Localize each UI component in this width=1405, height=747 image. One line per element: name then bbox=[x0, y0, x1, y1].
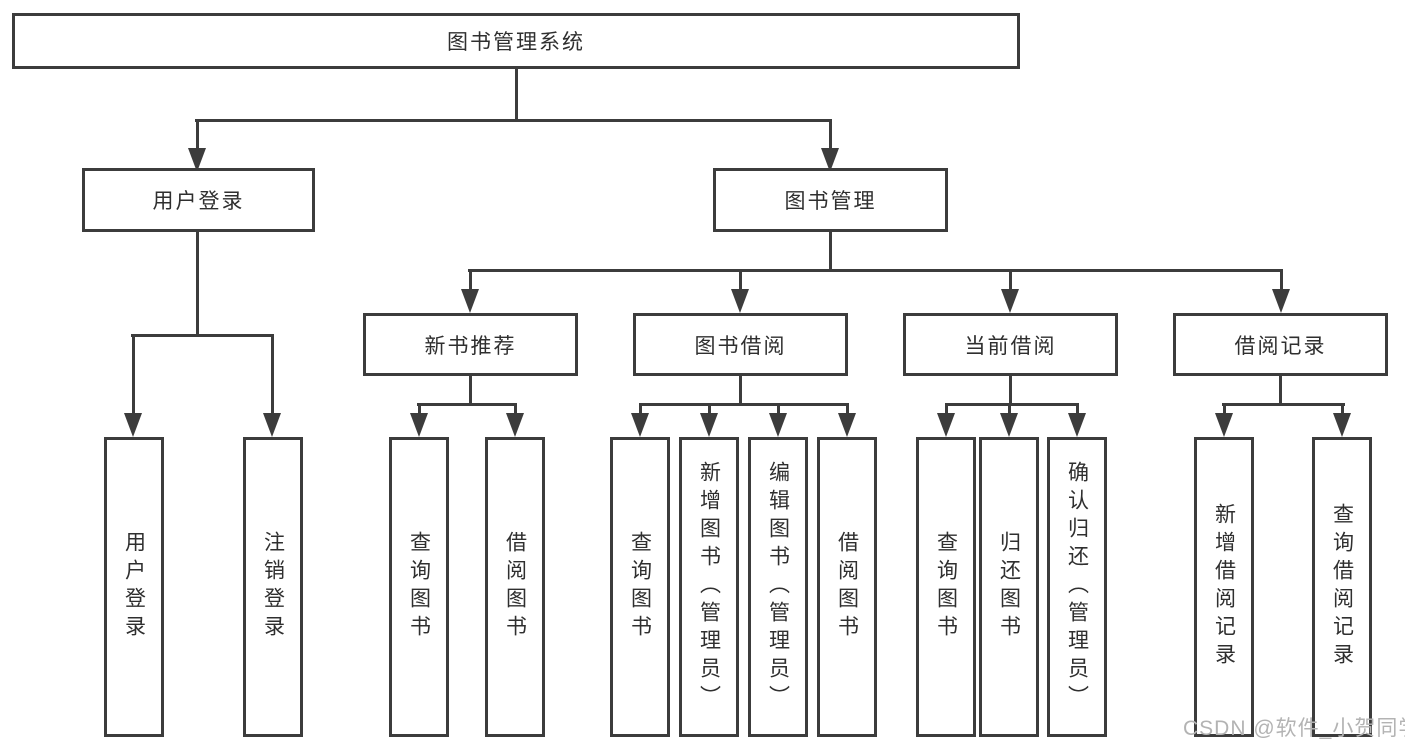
leaf-borrow-books: 借阅图书 bbox=[817, 437, 877, 737]
leaf-query-books-recommend: 查询图书 bbox=[389, 437, 449, 737]
connector-line bbox=[469, 270, 472, 291]
leaf-return-book: 归还图书 bbox=[979, 437, 1039, 737]
arrow-down-icon bbox=[838, 413, 856, 437]
arrow-down-icon bbox=[188, 148, 206, 172]
arrow-down-icon bbox=[1000, 413, 1018, 437]
leaf-label: 编辑图书（管理员） bbox=[766, 461, 790, 713]
connector-line bbox=[468, 269, 1283, 272]
connector-line bbox=[1009, 376, 1012, 406]
node-book-management: 图书管理 bbox=[713, 168, 948, 232]
connector-line bbox=[945, 404, 948, 415]
arrow-down-icon bbox=[124, 413, 142, 437]
watermark: CSDN @软件_小贺同学 bbox=[1183, 717, 1405, 740]
leaf-label: 查询图书 bbox=[934, 531, 958, 643]
arrow-down-icon bbox=[631, 413, 649, 437]
connector-line bbox=[1341, 404, 1344, 415]
connector-line bbox=[945, 403, 1079, 406]
arrow-down-icon bbox=[461, 289, 479, 313]
connector-line bbox=[469, 376, 472, 406]
leaf-confirm-return-admin: 确认归还（管理员） bbox=[1047, 437, 1107, 737]
leaf-label: 确认归还（管理员） bbox=[1065, 461, 1089, 713]
connector-line bbox=[1076, 404, 1079, 415]
node-borrowing-records-label: 借阅记录 bbox=[1234, 334, 1327, 358]
connector-line bbox=[846, 404, 849, 415]
connector-line bbox=[639, 404, 642, 415]
arrow-down-icon bbox=[1068, 413, 1086, 437]
connector-line bbox=[639, 403, 849, 406]
node-user-login-label: 用户登录 bbox=[152, 190, 245, 213]
leaf-label: 查询借阅记录 bbox=[1330, 503, 1354, 671]
leaf-label: 归还图书 bbox=[997, 531, 1021, 643]
arrow-down-icon bbox=[731, 289, 749, 313]
leaf-label: 借阅图书 bbox=[835, 531, 859, 643]
leaf-logout-label: 注销登录 bbox=[261, 531, 285, 643]
node-new-book-recommendation: 新书推荐 bbox=[363, 313, 578, 376]
arrow-down-icon bbox=[700, 413, 718, 437]
leaf-label: 新增借阅记录 bbox=[1212, 503, 1236, 671]
connector-line bbox=[1222, 403, 1345, 406]
connector-line bbox=[131, 334, 274, 337]
connector-line bbox=[271, 335, 274, 415]
connector-line bbox=[1008, 404, 1011, 415]
leaf-label: 查询图书 bbox=[628, 531, 652, 643]
connector-line bbox=[1280, 270, 1283, 291]
node-user-login: 用户登录 bbox=[82, 168, 315, 232]
connector-line bbox=[132, 335, 135, 415]
arrow-down-icon bbox=[769, 413, 787, 437]
arrow-down-icon bbox=[1333, 413, 1351, 437]
arrow-down-icon bbox=[1001, 289, 1019, 313]
leaf-query-books-borrowing: 查询图书 bbox=[610, 437, 670, 737]
leaf-user-login-label: 用户登录 bbox=[122, 531, 146, 643]
arrow-down-icon bbox=[937, 413, 955, 437]
arrow-down-icon bbox=[821, 148, 839, 172]
connector-line bbox=[739, 270, 742, 291]
connector-line bbox=[514, 404, 517, 415]
leaf-logout: 注销登录 bbox=[243, 437, 303, 737]
leaf-label: 借阅图书 bbox=[503, 531, 527, 643]
leaf-edit-book-admin: 编辑图书（管理员） bbox=[748, 437, 808, 737]
node-current-borrowing-label: 当前借阅 bbox=[964, 334, 1057, 358]
connector-line bbox=[829, 120, 832, 150]
connector-line bbox=[196, 120, 199, 150]
leaf-label: 新增图书（管理员） bbox=[697, 461, 721, 713]
node-book-management-label: 图书管理 bbox=[784, 190, 877, 213]
connector-line bbox=[1223, 404, 1226, 415]
connector-line bbox=[829, 232, 832, 272]
connector-line bbox=[739, 376, 742, 406]
connector-line bbox=[1009, 270, 1012, 291]
connector-line bbox=[777, 404, 780, 415]
connector-line bbox=[708, 404, 711, 415]
connector-line bbox=[417, 403, 517, 406]
node-borrowing-records: 借阅记录 bbox=[1173, 313, 1388, 376]
leaf-borrow-books-recommend: 借阅图书 bbox=[485, 437, 545, 737]
node-book-borrowing: 图书借阅 bbox=[633, 313, 848, 376]
leaf-label: 查询图书 bbox=[407, 531, 431, 643]
leaf-add-borrow-record: 新增借阅记录 bbox=[1194, 437, 1254, 737]
arrow-down-icon bbox=[410, 413, 428, 437]
arrow-down-icon bbox=[1215, 413, 1233, 437]
leaf-query-borrow-record: 查询借阅记录 bbox=[1312, 437, 1372, 737]
connector-line bbox=[515, 69, 518, 122]
node-current-borrowing: 当前借阅 bbox=[903, 313, 1118, 376]
leaf-user-login: 用户登录 bbox=[104, 437, 164, 737]
node-book-borrowing-label: 图书借阅 bbox=[694, 334, 787, 358]
arrow-down-icon bbox=[1272, 289, 1290, 313]
connector-line bbox=[195, 119, 832, 122]
leaf-query-books-current: 查询图书 bbox=[916, 437, 976, 737]
leaf-add-book-admin: 新增图书（管理员） bbox=[679, 437, 739, 737]
connector-line bbox=[196, 232, 199, 337]
arrow-down-icon bbox=[506, 413, 524, 437]
connector-line bbox=[1279, 375, 1282, 406]
root-node-book-management-system: 图书管理系统 bbox=[12, 13, 1020, 69]
connector-line bbox=[418, 404, 421, 415]
arrow-down-icon bbox=[263, 413, 281, 437]
node-new-book-recommendation-label: 新书推荐 bbox=[424, 334, 517, 358]
root-node-label: 图书管理系统 bbox=[447, 31, 585, 54]
